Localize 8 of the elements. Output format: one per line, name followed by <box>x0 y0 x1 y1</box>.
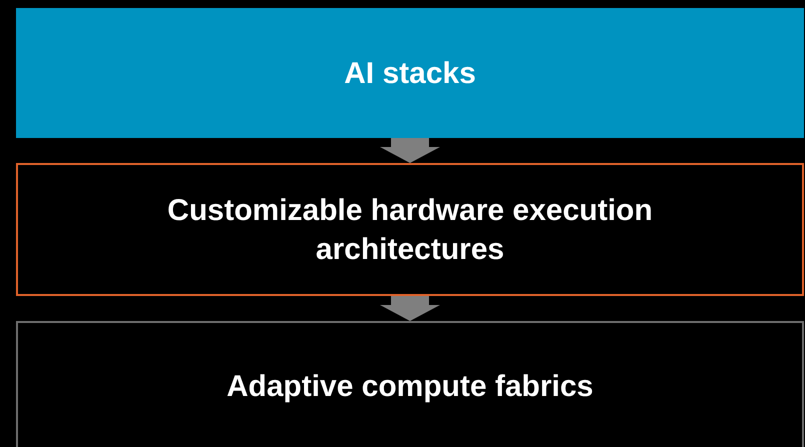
box-label: Customizable hardware execution architectures <box>166 192 654 268</box>
block-arrow <box>380 138 440 163</box>
box-label: AI stacks <box>344 56 476 92</box>
box-label: Adaptive compute fabrics <box>226 369 594 405</box>
process-box <box>16 163 804 296</box>
block-arrow <box>380 296 440 321</box>
process-box <box>16 321 804 447</box>
process-box <box>16 8 804 138</box>
